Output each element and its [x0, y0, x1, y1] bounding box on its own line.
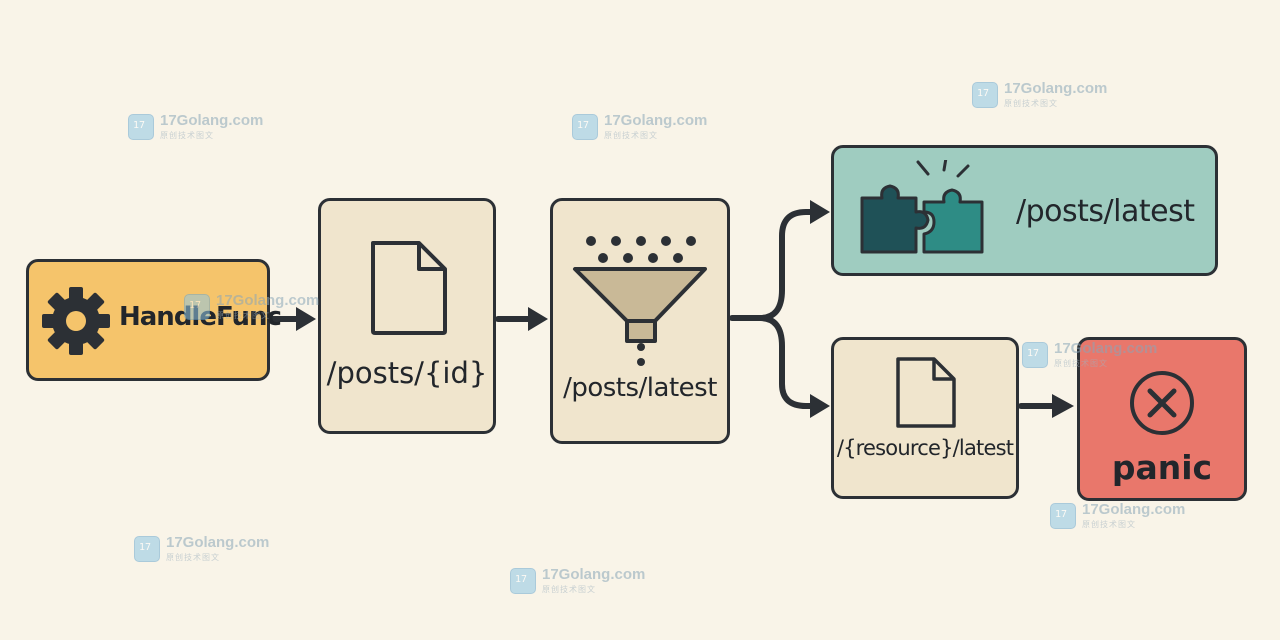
- watermark-logo-icon: 17: [128, 114, 154, 140]
- error-x-icon: [1130, 371, 1194, 435]
- node-posts-latest: /posts/latest: [550, 198, 730, 444]
- watermark-logo-icon: 17: [572, 114, 598, 140]
- resource-latest-label: /{resource}/latest: [836, 436, 1014, 460]
- watermark: 17 17Golang.com 原创技术图文: [184, 292, 334, 328]
- document-icon: [896, 357, 956, 428]
- gear-icon: [42, 287, 110, 355]
- node-panic: panic: [1077, 337, 1247, 501]
- arrowhead-5: [1052, 394, 1074, 418]
- watermark-logo-icon: 17: [134, 536, 160, 562]
- watermark: 17 17Golang.com 原创技术图文: [1050, 501, 1200, 537]
- panic-label: panic: [1111, 448, 1213, 487]
- node-matched-route: /posts/latest: [831, 145, 1218, 276]
- funnel-icon: [573, 236, 707, 366]
- node-resource-latest: /{resource}/latest: [831, 337, 1019, 499]
- watermark-logo-icon: 17: [1050, 503, 1076, 529]
- watermark-logo-icon: 17: [972, 82, 998, 108]
- watermark-logo-icon: 17: [184, 294, 210, 320]
- watermark: 17 17Golang.com 原创技术图文: [972, 80, 1122, 116]
- matched-route-label: /posts/latest: [1016, 194, 1195, 229]
- posts-id-label: /posts/{id}: [326, 356, 488, 390]
- watermark-logo-icon: 17: [1022, 342, 1048, 368]
- watermark: 17 17Golang.com 原创技术图文: [510, 566, 660, 602]
- watermark: 17 17Golang.com 原创技术图文: [1022, 340, 1172, 376]
- document-icon: [371, 241, 447, 335]
- node-handle-func: HandleFunc: [26, 259, 282, 381]
- watermark: 17 17Golang.com 原创技术图文: [134, 534, 284, 570]
- arrowhead-1: [296, 307, 316, 331]
- arrowhead-2: [528, 307, 548, 331]
- arrowhead-3: [810, 200, 830, 224]
- watermark: 17 17Golang.com 原创技术图文: [572, 112, 722, 148]
- node-posts-id: /posts/{id}: [318, 198, 496, 434]
- puzzle-icon: [860, 160, 984, 254]
- watermark-logo-icon: 17: [510, 568, 536, 594]
- branch-lower: [757, 315, 815, 409]
- branch-upper: [757, 209, 815, 321]
- posts-latest-label: /posts/latest: [563, 373, 717, 403]
- watermark: 17 17Golang.com 原创技术图文: [128, 112, 278, 148]
- arrowhead-4: [810, 394, 830, 418]
